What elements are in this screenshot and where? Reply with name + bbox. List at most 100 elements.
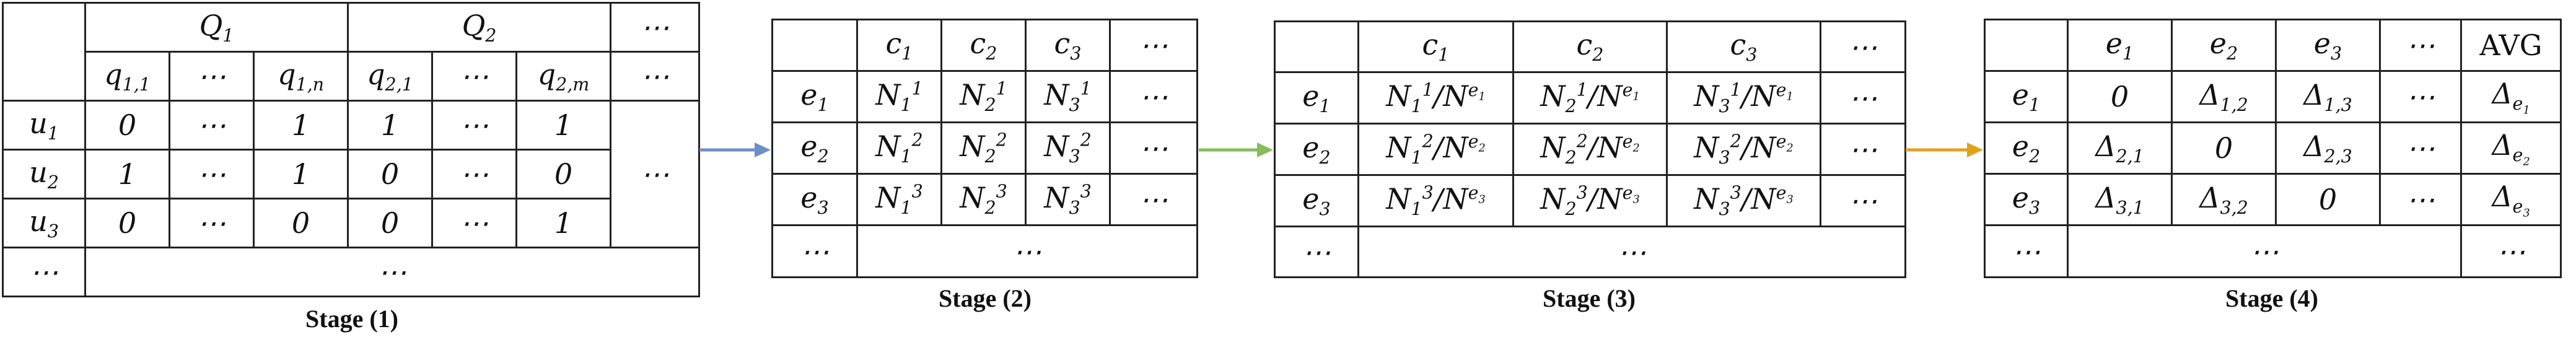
row-label: e1 [1274,71,1359,125]
sub-header: q1,1 [84,51,170,102]
cell: ⋯ [431,198,517,248]
cell: Δ2,3 [2275,121,2381,175]
column-header: ⋯ [2379,19,2462,72]
column-header: e3 [2275,19,2381,72]
cell: 0 [84,198,170,248]
corner-cell [1274,20,1359,73]
column-header: c3 [1025,19,1111,72]
row-label: e3 [771,173,858,226]
cell: ⋯ [431,149,517,199]
cell: Δ1,3 [2275,70,2381,123]
arrow-stage1-to-stage2 [699,142,771,157]
footer-ellipsis: ⋯ [1274,226,1359,278]
cell: Δ2,1 [2067,121,2173,175]
footer-ellipsis: ⋯ [771,224,858,278]
row-label: u1 [2,100,86,151]
group-header: Q2 [347,2,611,53]
stage-4: e1 e2 e3 ⋯ AVG e1 0 Δ1,2 Δ1,3 ⋯ Δe1 e2 Δ… [1984,19,2562,312]
cell: Δ1,2 [2171,70,2277,123]
cell: N31/Ne1 [1666,71,1821,125]
cell: ⋯ [1109,173,1198,226]
cell: N31 [1025,70,1111,123]
cell: 1 [84,149,170,199]
cell: N21/Ne1 [1512,71,1668,125]
cell: N21 [940,70,1027,123]
row-label: e1 [771,70,858,123]
cell: Δ3,1 [2067,173,2173,226]
cell: N13/Ne3 [1357,174,1514,227]
row-label: u3 [2,198,86,248]
column-header: c1 [856,19,942,72]
cell: 0 [84,100,170,151]
stage-3: c1 c2 c3 ⋯ e1 N11/Ne1 N21/Ne1 N31/Ne1 ⋯ … [1274,20,1906,312]
row-label: e1 [1984,70,2069,123]
stage-3-caption: Stage (3) [1543,284,1636,312]
group-header: ⋯ [610,2,700,53]
sub-header: q2,1 [347,51,433,102]
footer-ellipsis-avg: ⋯ [2460,224,2562,278]
cell: 1 [515,100,611,151]
sub-header: q2,m [515,51,611,102]
stage-1-table: Q1 Q2 ⋯ q1,1 ⋯ q1,n q2,1 ⋯ q2,m ⋯ u1 0 ⋯… [2,2,700,297]
cell: N23 [940,173,1027,226]
cell: 0 [253,198,349,248]
footer-ellipsis: ⋯ [2,247,86,297]
cell: ⋯ [1109,121,1198,175]
sub-header: q1,n [253,51,349,102]
stage-3-table: c1 c2 c3 ⋯ e1 N11/Ne1 N21/Ne1 N31/Ne1 ⋯ … [1274,20,1906,278]
arrow-stage2-to-stage3 [1199,142,1273,157]
cell: 0 [515,149,611,199]
column-header: ⋯ [1820,20,1906,73]
stage-4-table: e1 e2 e3 ⋯ AVG e1 0 Δ1,2 Δ1,3 ⋯ Δe1 e2 Δ… [1984,19,2562,278]
cell: 0 [2067,70,2173,123]
arrow-stage3-to-stage4 [1906,142,1983,157]
sub-header: ⋯ [431,51,517,102]
cell: ⋯ [1820,123,1906,176]
row-label: u2 [2,149,86,199]
column-header: c2 [1512,20,1668,73]
row-label: e2 [1274,123,1359,176]
cell: 1 [253,149,349,199]
cell: ⋯ [2379,70,2462,123]
cell: ⋯ [169,100,255,151]
column-header: c3 [1666,20,1821,73]
row-label: e2 [1984,121,2069,175]
avg-cell: Δe1 [2460,70,2562,123]
cell: N13 [856,173,942,226]
column-header: e2 [2171,19,2277,72]
avg-cell: Δe3 [2460,173,2562,226]
cell: N32 [1025,121,1111,175]
footer-ellipsis: ⋯ [1984,224,2069,278]
cell: N12 [856,121,942,175]
row-label: e2 [771,121,858,175]
footer-ellipsis-wide: ⋯ [1357,226,1906,278]
corner-cell [1984,19,2069,72]
cell: N33/Ne3 [1666,174,1821,227]
stage-2-caption: Stage (2) [939,284,1032,312]
corner-cell [2,2,86,102]
stage-2: c1 c2 c3 ⋯ e1 N11 N21 N31 ⋯ e2 N12 N22 N… [771,19,1198,312]
cell: N33 [1025,173,1111,226]
cell: 0 [2275,173,2381,226]
cell: N32/Ne2 [1666,123,1821,176]
stage-2-table: c1 c2 c3 ⋯ e1 N11 N21 N31 ⋯ e2 N12 N22 N… [771,19,1198,278]
cell: ⋯ [1820,71,1906,125]
stage-4-caption: Stage (4) [2225,284,2318,312]
cell: N22 [940,121,1027,175]
cell: Δ3,2 [2171,173,2277,226]
cell: ⋯ [169,198,255,248]
footer-ellipsis-wide: ⋯ [2067,224,2462,278]
footer-ellipsis-wide: ⋯ [84,247,700,297]
row-label: e3 [1984,173,2069,226]
cell: ⋯ [431,100,517,151]
sub-header: ⋯ [610,51,700,102]
cell: ⋯ [169,149,255,199]
footer-ellipsis-wide: ⋯ [856,224,1198,278]
group-header: Q1 [84,2,349,53]
cell: 0 [2171,121,2277,175]
cell: ⋯ [2379,173,2462,226]
sub-header: ⋯ [169,51,255,102]
column-header: e1 [2067,19,2173,72]
cell: N12/Ne2 [1357,123,1514,176]
cell: ⋯ [1109,70,1198,123]
